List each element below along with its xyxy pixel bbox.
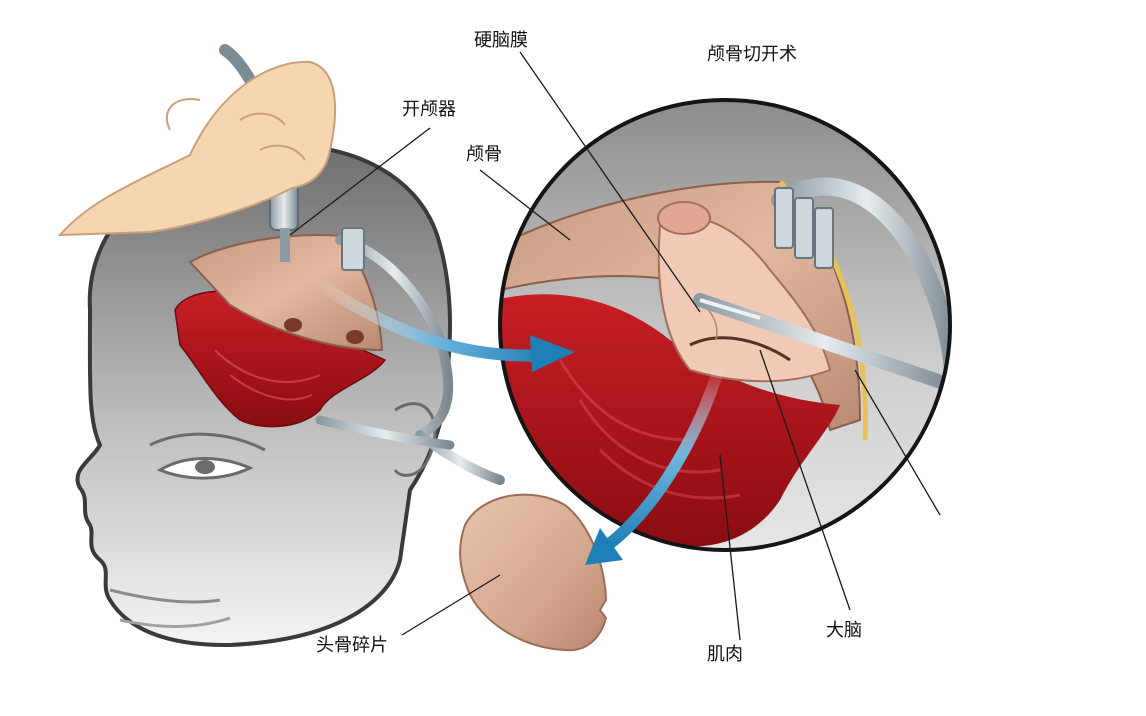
leader-dura [519, 51, 701, 313]
arrow-to-flap [585, 359, 726, 565]
scalpel-icon [693, 293, 950, 392]
leader-brain [759, 349, 851, 611]
label-skull: 颅骨 [466, 144, 502, 165]
diagram-title: 颅骨切开术 [707, 44, 797, 65]
hand-with-drill-icon [57, 44, 337, 262]
label-muscle: 肌肉 [707, 644, 743, 665]
leader-bone-flap [401, 574, 501, 636]
leader-lines [289, 51, 941, 641]
label-dura: 硬脑膜 [474, 30, 528, 51]
label-bone-flap: 头骨碎片 [316, 635, 388, 656]
head-skull-window [188, 234, 384, 352]
label-brain: 大脑 [826, 620, 862, 641]
zoom-view [498, 98, 952, 552]
bone-flap [459, 493, 608, 652]
leader-skull [479, 169, 571, 241]
retractor-icon [771, 177, 950, 429]
leader-extra [854, 369, 941, 516]
arrow-to-zoom [314, 279, 575, 372]
label-craniotome: 开颅器 [402, 99, 456, 120]
leader-craniotome [289, 127, 431, 236]
leader-muscle [719, 454, 741, 641]
